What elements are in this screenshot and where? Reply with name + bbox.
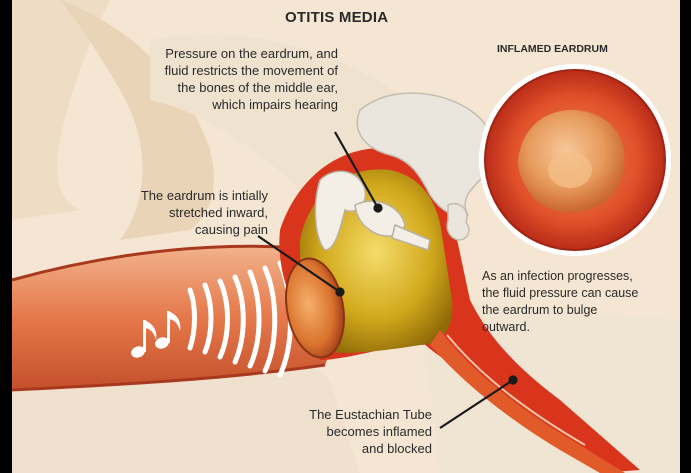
pointer-pressure-dot <box>375 205 382 212</box>
callout-pressure: Pressure on the eardrum, and fluid restr… <box>96 45 338 113</box>
right-border <box>680 0 691 473</box>
diagram-title: OTITIS MEDIA <box>285 9 388 26</box>
callout-stretched: The eardrum is intially stretched inward… <box>68 187 268 238</box>
pointer-eustachian-dot <box>510 377 517 384</box>
callout-eustachian: The Eustachian Tube becomes inflamed and… <box>262 406 432 457</box>
callout-progresses: As an infection progresses, the fluid pr… <box>482 268 682 336</box>
pus-highlight <box>548 152 592 188</box>
pointer-stretched-dot <box>337 289 344 296</box>
inset-label: INFLAMED EARDRUM <box>497 43 608 55</box>
